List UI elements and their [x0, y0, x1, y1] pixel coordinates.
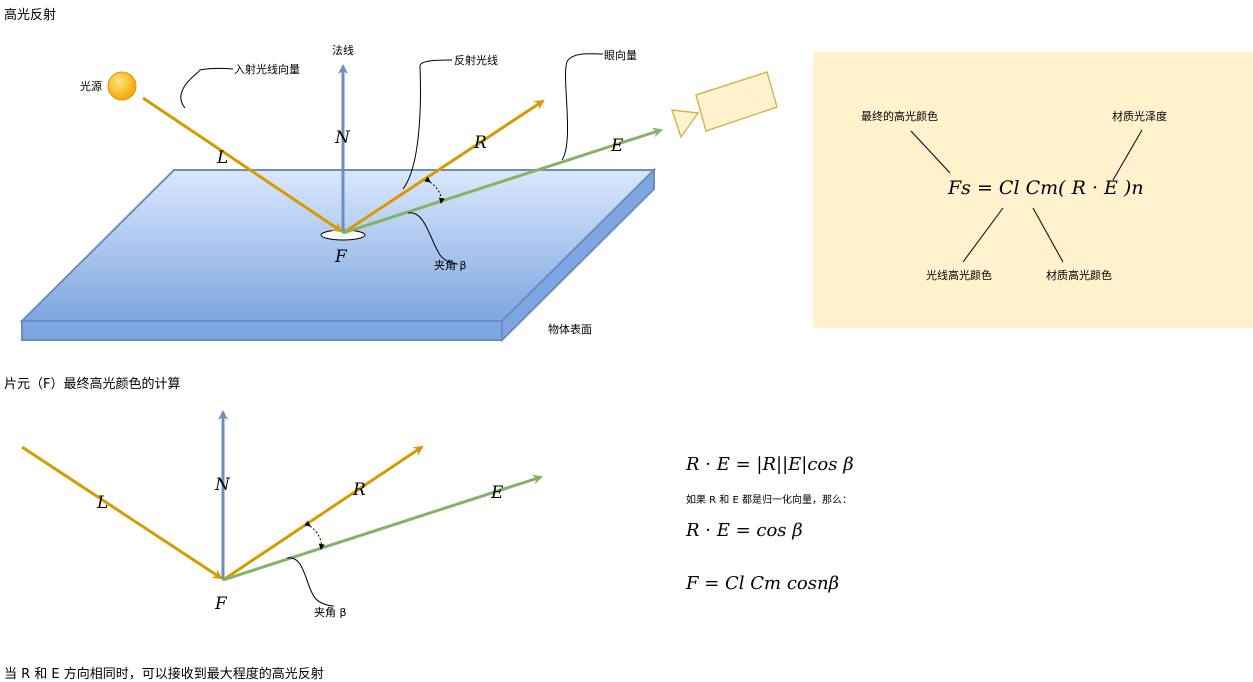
specular-formula: Fs = Cl Cm( R · E )n [948, 177, 1144, 199]
label-f-top: F [334, 247, 348, 267]
vector-r-bottom [222, 445, 424, 582]
equation-cos: R · E = cos β [686, 520, 803, 541]
label-n-top: N [334, 128, 351, 148]
vector-l-bottom [21, 445, 223, 580]
label-angle-bottom: 夹角 β [314, 606, 347, 619]
leader-final-color [910, 130, 951, 174]
formula-box [813, 52, 1253, 328]
label-reflect: 反射光线 [454, 53, 498, 67]
label-normal: 法线 [332, 43, 354, 57]
label-material-color: 材质高光颜色 [1046, 268, 1112, 282]
label-glossiness: 材质光泽度 [1112, 109, 1167, 123]
equation-dot-product: R · E = |R||E|cos β [686, 454, 854, 475]
vector-e-bottom [222, 474, 543, 582]
label-incident: 入射光线向量 [234, 62, 300, 76]
label-r-bottom: R [352, 480, 366, 500]
title-middle: 片元（F）最终高光颜色的计算 [4, 377, 181, 392]
label-l-top: L [216, 148, 228, 168]
equation-final: F = Cl Cm cosnβ [686, 573, 839, 594]
light-source-icon [107, 71, 137, 101]
angle-arc-top [424, 176, 445, 204]
label-e-bottom: E [490, 483, 504, 503]
label-n-bottom: N [214, 475, 231, 495]
equation-note: 如果 R 和 E 都是归一化向量，那么： [686, 495, 852, 506]
label-angle-top: 夹角 β [434, 259, 467, 272]
label-l-bottom: L [96, 493, 108, 513]
leader-angle-bottom [286, 557, 335, 607]
leader-reflect [402, 59, 453, 190]
camera-icon [670, 71, 778, 139]
angle-arc-bottom [304, 520, 325, 550]
leader-light-color [962, 207, 1004, 263]
title-bottom: 当 R 和 E 方向相同时，可以接收到最大程度的高光反射 [4, 667, 324, 682]
leader-eye [561, 53, 604, 161]
vector-r-top [342, 99, 545, 235]
label-light-source: 光源 [80, 79, 102, 93]
label-surface: 物体表面 [548, 322, 592, 336]
vector-e-top [342, 127, 663, 235]
formula-text: Fs = Cl Cm( R · E )n [948, 177, 1144, 199]
object-surface [19, 167, 657, 343]
label-f-bottom: F [214, 594, 228, 614]
leader-material-color [1032, 207, 1064, 263]
label-e-top: E [610, 136, 624, 156]
label-r-top: R [473, 133, 487, 153]
label-light-color: 光线高光颜色 [926, 268, 992, 282]
leader-incident [180, 67, 234, 109]
leader-angle-top [407, 212, 459, 265]
vector-l-top [142, 96, 343, 233]
label-final-color: 最终的高光颜色 [861, 109, 938, 123]
leader-glossiness [1112, 129, 1143, 181]
label-eye: 眼向量 [604, 48, 637, 62]
title-top: 高光反射 [4, 8, 57, 23]
